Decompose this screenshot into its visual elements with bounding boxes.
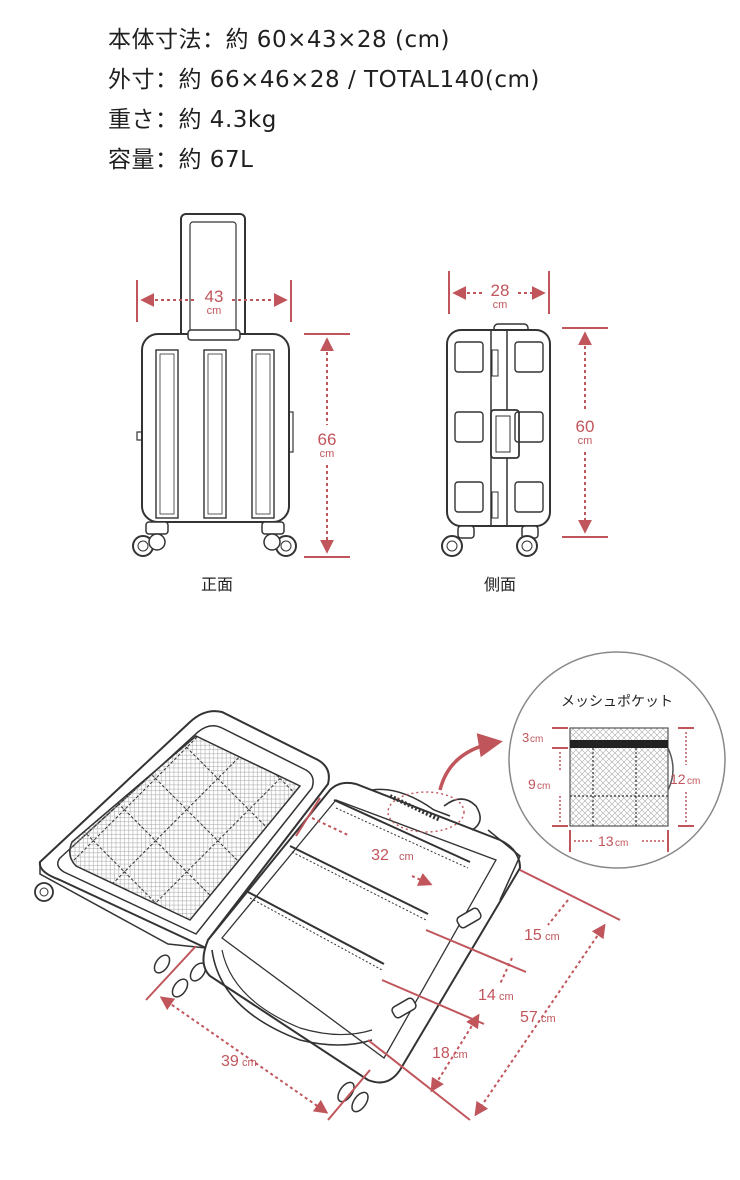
pocket-dim-9-unit: cm (537, 781, 550, 792)
dim-32-value: 32 (371, 847, 389, 864)
pocket-dim-3-unit: cm (530, 734, 543, 745)
dim-39-unit: cm (242, 1057, 257, 1069)
spec-weight: 重さ：約 4.3kg (108, 107, 277, 133)
pocket-dim-3-value: 3 (522, 730, 529, 745)
spec-list: 本体寸法：約 60×43×28 (cm) 外寸：約 66×46×28 / TOT… (108, 20, 540, 180)
side-width-dimension: 28 cm (448, 271, 550, 314)
dim-32-unit: cm (399, 851, 414, 863)
dim-15-value: 15 (524, 927, 542, 944)
spec-capacity: 容量：約 67L (108, 147, 254, 173)
interior-dimensions: 32 cm 15 cm 14 cm 57 cm 18 cm 39 cm (145, 797, 621, 1121)
front-width-value: 43 (205, 287, 224, 306)
spec-outer-dimensions: 外寸：約 66×46×28 / TOTAL140(cm) (108, 67, 540, 93)
pocket-dim-13-value: 13 (598, 833, 614, 849)
dim-18-unit: cm (453, 1049, 468, 1061)
side-height-dimension: 60 cm (562, 327, 608, 538)
front-width-unit: cm (207, 305, 222, 317)
side-height-value: 60 (576, 417, 595, 436)
front-view (132, 213, 297, 557)
side-view (441, 323, 551, 557)
pocket-dim-12-unit: cm (687, 776, 700, 787)
dim-57-value: 57 (520, 1009, 538, 1026)
front-height-dimension: 66 cm (304, 333, 350, 558)
front-height-unit: cm (320, 448, 335, 460)
dim-57-unit: cm (541, 1013, 556, 1025)
side-height-unit: cm (578, 435, 593, 447)
dim-14-value: 14 (478, 987, 496, 1004)
spec-dimensions: 本体寸法：約 60×43×28 (cm) (108, 27, 450, 53)
dim-15-unit: cm (545, 931, 560, 943)
front-height-value: 66 (318, 430, 337, 449)
pocket-dim-9-value: 9 (528, 776, 536, 792)
dim-14-unit: cm (499, 991, 514, 1003)
pocket-dim-12-value: 12 (670, 771, 686, 787)
side-caption: 側面 (484, 575, 516, 594)
pocket-dim-13-unit: cm (615, 838, 628, 849)
dim-39-value: 39 (221, 1053, 239, 1070)
front-width-dimension: 43 cm (136, 280, 292, 322)
side-width-value: 28 (491, 281, 510, 300)
callout-arrow (438, 733, 503, 791)
side-width-unit: cm (493, 299, 508, 311)
front-caption: 正面 (201, 575, 233, 594)
pocket-highlight (387, 791, 465, 833)
mesh-pocket-callout: メッシュポケット 3 cm 9 cm 12 cm 13 cm (508, 651, 726, 869)
open-suitcase (34, 710, 522, 1113)
pocket-title: メッシュポケット (561, 694, 673, 710)
dim-18-value: 18 (432, 1045, 450, 1062)
